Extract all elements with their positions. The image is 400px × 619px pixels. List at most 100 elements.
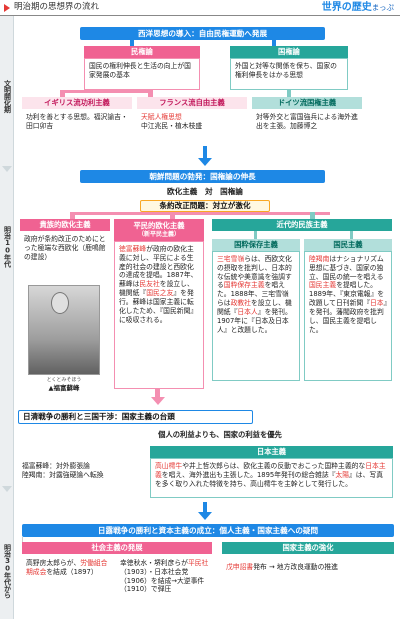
kokumin-no-tomo: 国民之友 xyxy=(146,289,174,298)
nihon-paper: 日本 xyxy=(369,299,384,308)
connector xyxy=(203,146,207,158)
sub1-head: イギリス流功利主義 xyxy=(22,97,132,109)
connector xyxy=(60,90,153,93)
sub3-head: ドイツ流国権主義 xyxy=(252,97,362,109)
section1-right-head: 国権論 xyxy=(230,46,348,58)
kokusui-text-2: を唱えた。1888年、三宅雪嶺らは xyxy=(217,281,289,308)
portrait-caption: ▲福富蘇峰 xyxy=(48,384,80,392)
section3-left-notes: 福富蘇峰：対外膨張論 陸羯南：対露強硬論へ転換 xyxy=(22,462,147,480)
kokumin-box: 陸羯南はナショナリズム思想に基づき、国家の独立、国民の統一を唱える国民主義を提唱… xyxy=(304,251,392,381)
soc-left-3: を結成（1897） xyxy=(46,567,98,576)
sub1-text: 功利を善とする思想。福沢諭吉・田口卯吉 xyxy=(26,113,128,130)
note-kuga: 陸羯南：対露強硬論へ転換 xyxy=(22,470,104,479)
nat-str-text: 発布 → 地方改良運動の推進 xyxy=(253,563,338,571)
section2-banner: 朝鮮問題の勃発：国権論の伸長 xyxy=(80,170,325,183)
kokumin-text-2: を提唱した。1889年、『東京電報』を改題して日刊新聞『 xyxy=(309,281,385,308)
page-title: 明治期の思想界の流れ xyxy=(14,2,100,12)
kuga-name: 陸羯南 xyxy=(309,255,330,263)
miyake-name: 三宅雪嶺 xyxy=(217,255,245,263)
timeline-arrow-icon xyxy=(2,486,12,492)
socialism-right: 幸徳秋水・堺利彦らが平民社（1903）・日本社会党（1906）を結成→大逆事件（… xyxy=(116,556,214,614)
kokusui-text-4: 』を発刊。1907年に『日本及日本人』と改題した。 xyxy=(217,307,292,334)
connector xyxy=(287,90,291,97)
timeline-column: 文明開化期 明治10年代 明治30年代から xyxy=(0,16,14,619)
commoner-text-2: を設立し、機関紙『 xyxy=(119,280,194,298)
takayama-name: 高山樗牛 xyxy=(155,462,183,470)
soc-right-1: 幸徳秋水・堺利彦らが xyxy=(120,559,188,567)
kokumin-text-3: 』を発刊。藩閥政府を批判し、国民主義を提唱した。 xyxy=(309,299,387,334)
section1-left-head: 民権論 xyxy=(84,46,200,58)
aristocratic-head: 貴族的欧化主義 xyxy=(20,219,110,231)
section4-banner: 日露戦争の勝利と資本主義の成立：個人主義・国家主義への疑問 xyxy=(22,524,394,537)
section1-left-body: 国民の権利伸長と生活の向上が国家発展の基本 xyxy=(89,62,191,79)
section1-right-body: 外国と対等な関係を保ち、国家の権利伸長をはかる思想 xyxy=(235,62,337,79)
connector xyxy=(170,212,175,219)
kokumin-head: 国民主義 xyxy=(304,239,392,251)
connector xyxy=(272,40,276,46)
connector xyxy=(310,212,315,219)
section3-line: 個人の利益よりも、国家の利益を優先 xyxy=(158,430,282,439)
down-arrow-icon xyxy=(198,158,212,166)
page-header: 明治期の思想界の流れ 世界の歴史まっぷ xyxy=(0,0,400,16)
nihonshugi-term: 日本主義 xyxy=(155,462,386,479)
kokusui-head: 国粋保存主義 xyxy=(212,239,300,251)
connector xyxy=(350,231,353,239)
commoner-head: 平民的欧化主義 （新平民主義） xyxy=(114,219,204,241)
nihonshugi-text-1: や井上哲次郎らは、欧化主義の反動でおこった国粋主義的な xyxy=(182,462,366,470)
commoner-text-3: 』を発行。蘇峰は国家主義に転化したため、『国民新聞』に吸収される。 xyxy=(119,289,198,324)
boshin-shosho: 戊申詔書 xyxy=(226,563,254,571)
socialism-head: 社会主義の発展 xyxy=(22,542,212,554)
connector xyxy=(155,389,160,399)
kokusui-text-3: を設立し、機関紙『 xyxy=(217,299,292,316)
nationalism-strengthen-head: 国家主義の強化 xyxy=(222,542,394,554)
nihonshugi-box: 高山樗牛や井上哲次郎らは、欧化主義の反動でおこった国粋主義的な日本主義を唱え、海… xyxy=(150,458,393,498)
aristocratic-text: 政府が条約改正のためにとった極端な西欧化（鹿鳴館の建設） xyxy=(24,235,106,261)
nihonshugi-text-2: を唱え、海外進出も主張した。1895年発刊の総合雑誌『 xyxy=(161,470,336,479)
nihonshugi-text-3: 』は、写真を多く取り入れた特徴を持ち、高山樗牛を主幹として発行した。 xyxy=(155,470,383,488)
sub3-body: 対等外交と富国強兵による海外進出を主張。加藤博之 xyxy=(252,110,362,146)
spacer xyxy=(22,537,394,543)
connector xyxy=(148,90,153,97)
section1-left-box: 国民の権利伸長と生活の向上が国家発展の基本 xyxy=(84,58,200,90)
sub2-body: 天賦人権思想 中江兆民・植木枝盛 xyxy=(137,110,247,140)
nihonshugi-head: 日本主義 xyxy=(150,446,393,458)
kokusui-box: 三宅雪嶺らは、西欧文化の摂取を批判し、日本的な伝統や美意識を強調する国粋保存主義… xyxy=(212,251,300,381)
connector xyxy=(130,40,134,46)
sub2-head: フランス流自由主義 xyxy=(137,97,247,109)
nationalism-strengthen-body: 戊申詔書発布 → 地方改良運動の推進 xyxy=(222,560,394,580)
commoner-box: 徳富蘇峰が政府の欧化主義に対し、平民による生産的社会の建設と西欧化の達成を提唱。… xyxy=(114,241,204,389)
kokusui-term: 国粋保存主義 xyxy=(223,281,265,290)
heiminsha: 平民社 xyxy=(187,559,209,567)
section1-right-box: 外国と対等な関係を保ち、国家の権利伸長をはかる思想 xyxy=(230,58,348,90)
nationalism-banner: 近代的民族主義 xyxy=(212,219,392,231)
era-label: 明治10年代 xyxy=(3,225,12,267)
soc-left-1: 高野房太郎らが、 xyxy=(26,559,81,567)
taiyo: 太陽 xyxy=(335,470,350,479)
kokumin-term: 国民主義 xyxy=(309,281,337,290)
connector xyxy=(60,90,65,97)
sub1-body: 功利を善とする思想。福沢諭吉・田口卯吉 xyxy=(22,110,132,140)
commoner-title: 平民的欧化主義 xyxy=(133,221,185,231)
tokutomi-name: 徳富蘇峰 xyxy=(119,245,147,253)
connector xyxy=(70,212,75,219)
section3-banner: 日清戦争の勝利と三国干渉：国家主義の台頭 xyxy=(18,410,253,424)
down-arrow-icon xyxy=(198,512,212,520)
brand-logo: 世界の歴史まっぷ xyxy=(321,2,394,13)
era-label: 明治30年代から xyxy=(3,544,12,598)
seikyosha: 政教社 xyxy=(230,299,251,308)
connector xyxy=(254,231,257,239)
section2-treaty-bar: 条約改正問題：対立が激化 xyxy=(140,200,270,212)
sub2-red: 天賦人権思想 xyxy=(141,113,182,121)
nihonjin: 日本人 xyxy=(237,307,258,316)
portrait-ruby: とくとみそほう xyxy=(46,377,82,383)
portrait-image xyxy=(28,285,100,375)
kokumin-text-1: はナショナリズム思想に基づき、国家の独立、国民の統一を唱える xyxy=(309,255,384,281)
sub3-text: 対等外交と富国強兵による海外進出を主張。加藤博之 xyxy=(256,113,358,130)
minyusha: 民友社 xyxy=(139,280,160,289)
connector xyxy=(203,502,207,512)
portrait-head-shape xyxy=(51,292,69,314)
soc-right-3: （1903）・日本社会党（1906）を結成→大逆事件（1910）で弾圧 xyxy=(120,567,205,594)
down-arrow-icon xyxy=(151,397,165,405)
aristocratic-body: 政府が条約改正のためにとった極端な西欧化（鹿鳴館の建設） xyxy=(20,232,110,280)
rodokumiai: 労働組合期成会 xyxy=(26,559,108,576)
